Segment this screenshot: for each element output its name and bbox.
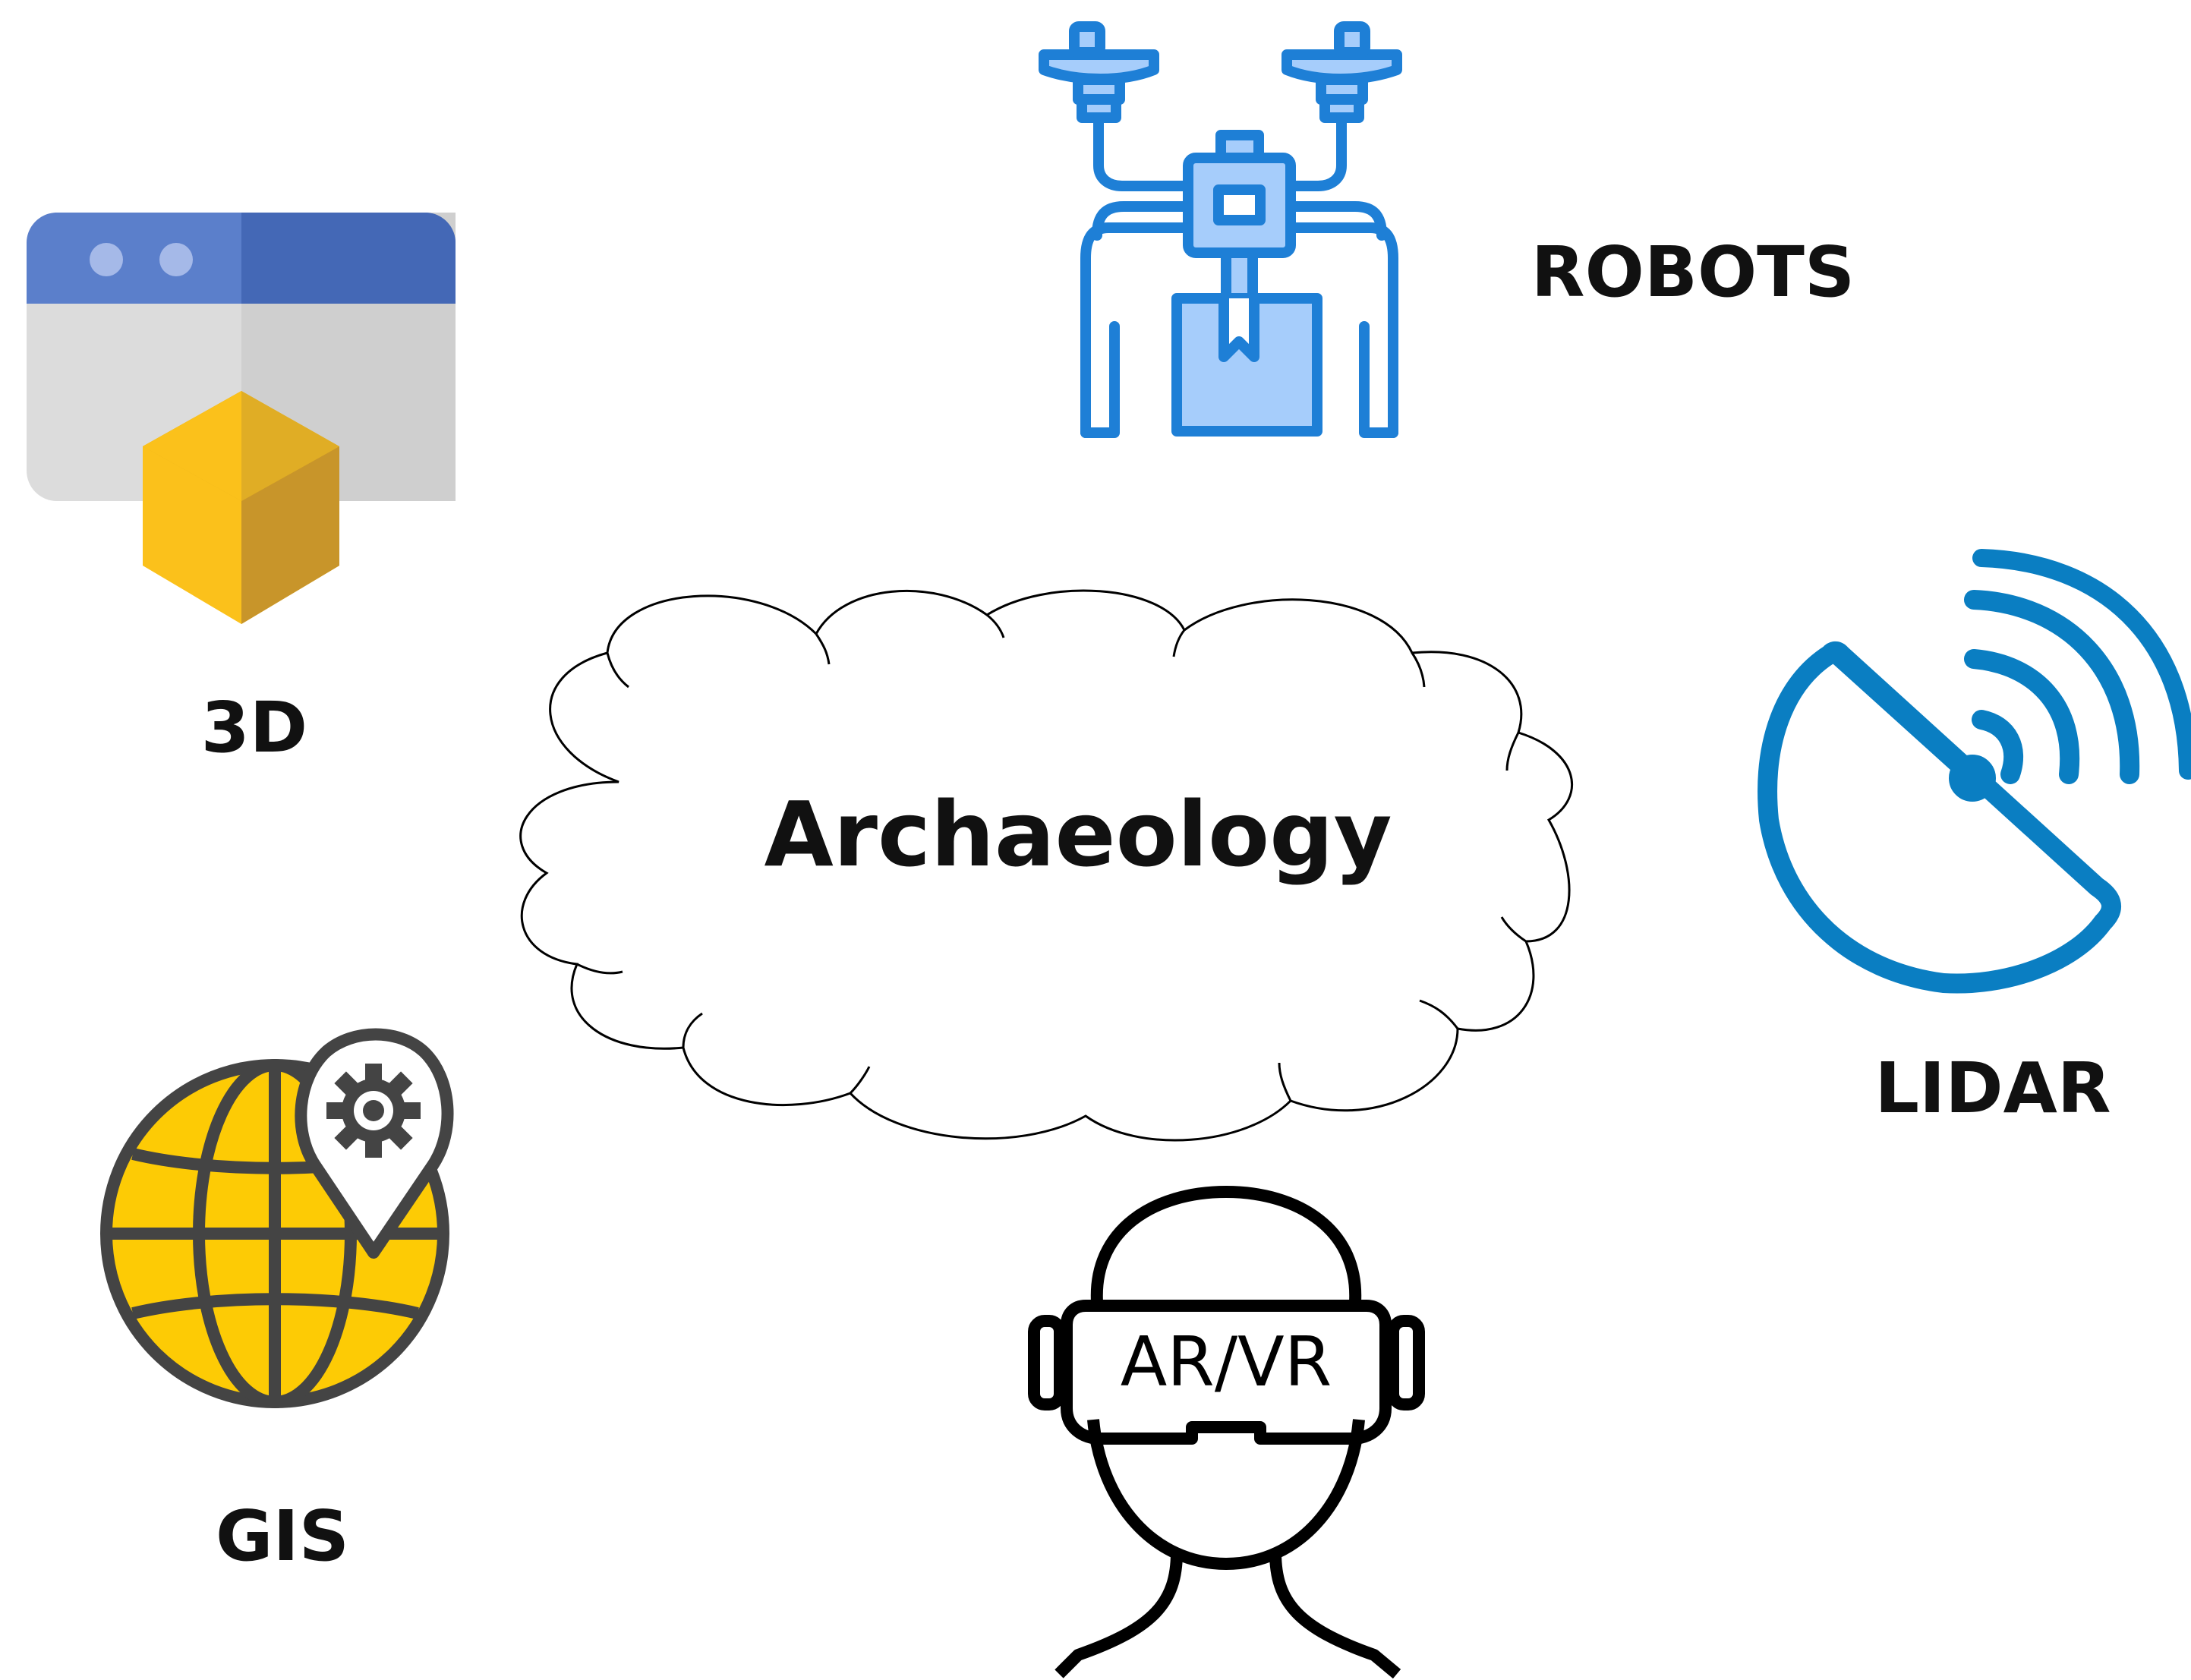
- gear-icon: [326, 1064, 421, 1158]
- satellite-dish-icon: [1758, 549, 2191, 994]
- globe-gear-pin-icon: [100, 1028, 454, 1408]
- robots-label: ROBOTS: [1531, 232, 1855, 313]
- archaeology-label: Archaeology: [764, 782, 1392, 887]
- archaeology-cloud: Archaeology: [519, 589, 1574, 1142]
- browser-cube-icon: [27, 213, 456, 624]
- ar-vr-label: AR/VR: [1121, 1322, 1332, 1402]
- gis-label: GIS: [216, 1496, 349, 1577]
- lidar-label: LIDAR: [1874, 1048, 2111, 1129]
- drone-icon: [1039, 21, 1402, 438]
- three-d-label: 3D: [201, 687, 307, 768]
- cloud-shape: [519, 589, 1574, 1142]
- vr-headset-icon: [1028, 1186, 1425, 1679]
